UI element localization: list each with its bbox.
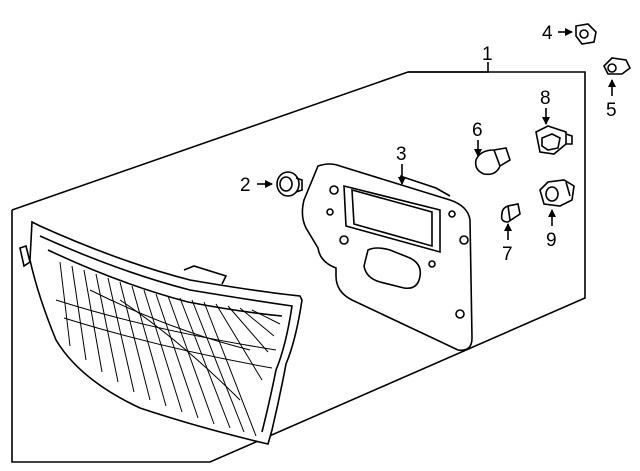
part-8-socket-icon [535, 125, 573, 155]
callout-9: 9 [546, 230, 557, 251]
gasket-plate [301, 163, 473, 352]
callout-6: 6 [472, 120, 483, 141]
callout-1: 1 [482, 44, 493, 65]
part-9-socket-icon [539, 179, 575, 207]
leader-lines [257, 28, 616, 240]
callout-3: 3 [396, 144, 407, 165]
part-6-bulb-icon [474, 147, 511, 176]
part-4-nut-icon [575, 23, 597, 45]
callout-5: 5 [606, 100, 617, 121]
callout-4: 4 [542, 23, 553, 44]
lamp-housing [19, 220, 303, 445]
callout-8: 8 [540, 88, 551, 109]
part-7-small-bulb-icon [500, 203, 521, 223]
callout-2: 2 [240, 175, 251, 196]
lens-pattern [55, 261, 281, 437]
part-2-screw-icon [276, 171, 303, 197]
callout-7: 7 [502, 244, 513, 265]
part-5-clip-icon [603, 57, 632, 75]
